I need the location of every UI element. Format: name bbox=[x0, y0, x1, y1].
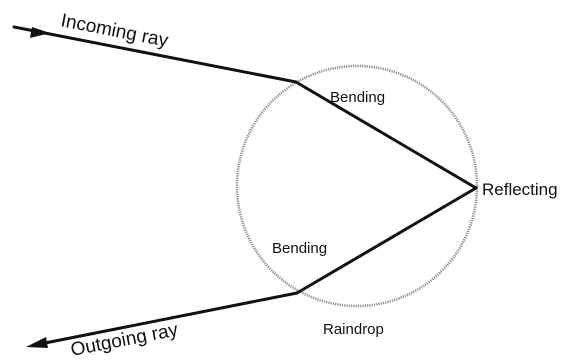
bending-top-label: Bending bbox=[330, 89, 385, 106]
incoming-arrowhead-icon bbox=[30, 27, 50, 38]
raindrop-circle bbox=[235, 64, 479, 308]
refracted-ray-in bbox=[294, 80, 478, 190]
raindrop-label: Raindrop bbox=[323, 321, 384, 338]
outgoing-arrowhead-icon bbox=[26, 337, 48, 348]
incoming-ray-line bbox=[12, 25, 298, 84]
outgoing-ray-line bbox=[38, 291, 299, 346]
reflected-ray bbox=[295, 186, 478, 295]
reflecting-label: Reflecting bbox=[482, 180, 558, 199]
outgoing-ray-label: Outgoing ray bbox=[69, 319, 180, 360]
bending-bottom-label: Bending bbox=[272, 240, 327, 257]
